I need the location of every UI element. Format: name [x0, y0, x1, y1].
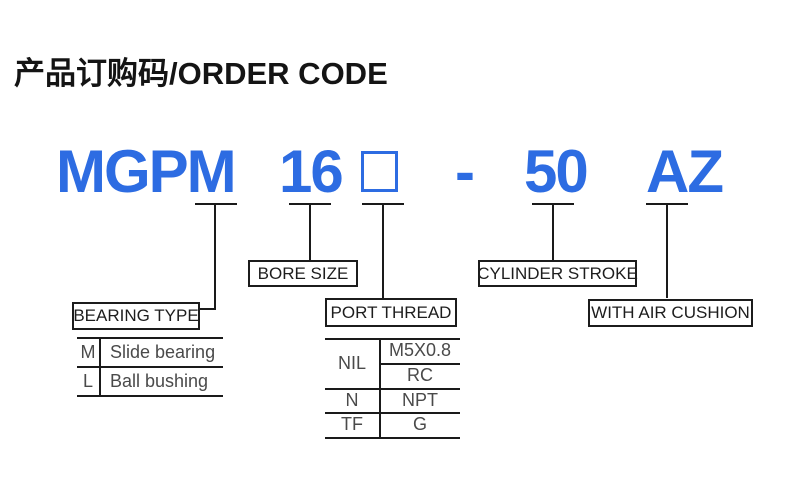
- port-code-cell: N: [345, 389, 359, 410]
- code-separator: -: [455, 138, 475, 205]
- bearing-desc-cell: Slide bearing: [110, 341, 216, 362]
- port-thread-label: PORT THREAD: [325, 298, 457, 327]
- connector-vline-stroke: [552, 203, 554, 260]
- port-code-cell: NIL: [337, 352, 366, 373]
- table-rule: [325, 437, 460, 439]
- connector-vline-series: [214, 203, 216, 310]
- table-rule-partial: [380, 363, 460, 365]
- bearing-desc-cell: Ball bushing: [110, 370, 209, 391]
- bore-size-label: BORE SIZE: [248, 260, 358, 287]
- bearing-code-cell: M: [80, 341, 96, 362]
- connector-vline-bore: [309, 203, 311, 260]
- table-divider: [99, 337, 101, 397]
- page-title: 产品订购码/ORDER CODE: [14, 56, 388, 91]
- port-value-cell: G: [412, 414, 427, 434]
- bearing-code-cell: L: [82, 370, 93, 391]
- cylinder-stroke-label: CYLINDER STROKE: [477, 260, 638, 287]
- table-rule: [77, 366, 223, 368]
- connector-tick-series: [195, 203, 237, 205]
- port-value-cell: RC: [407, 365, 433, 385]
- table-divider: [379, 338, 381, 439]
- port-code-cell: TF: [341, 414, 363, 434]
- table-rule: [77, 337, 223, 339]
- connector-elbow-series: [200, 308, 216, 310]
- with-air-cushion-label: WITH AIR CUSHION: [588, 299, 753, 327]
- bearing-type-label: BEARING TYPE: [72, 302, 200, 330]
- code-placeholder-box: [361, 151, 398, 192]
- table-rule: [77, 395, 223, 397]
- table-rule: [325, 338, 460, 340]
- port-value-cell: NPT: [402, 389, 438, 410]
- table-rule: [325, 412, 460, 414]
- code-series: MGPM: [56, 138, 237, 205]
- connector-vline-port: [382, 203, 384, 298]
- table-rule: [325, 388, 460, 390]
- code-bore: 16: [279, 138, 344, 205]
- code-stroke: 50: [524, 138, 589, 205]
- port-value-cell: M5X0.8: [388, 340, 452, 360]
- code-suffix: AZ: [646, 138, 724, 205]
- connector-vline-suffix: [666, 203, 668, 298]
